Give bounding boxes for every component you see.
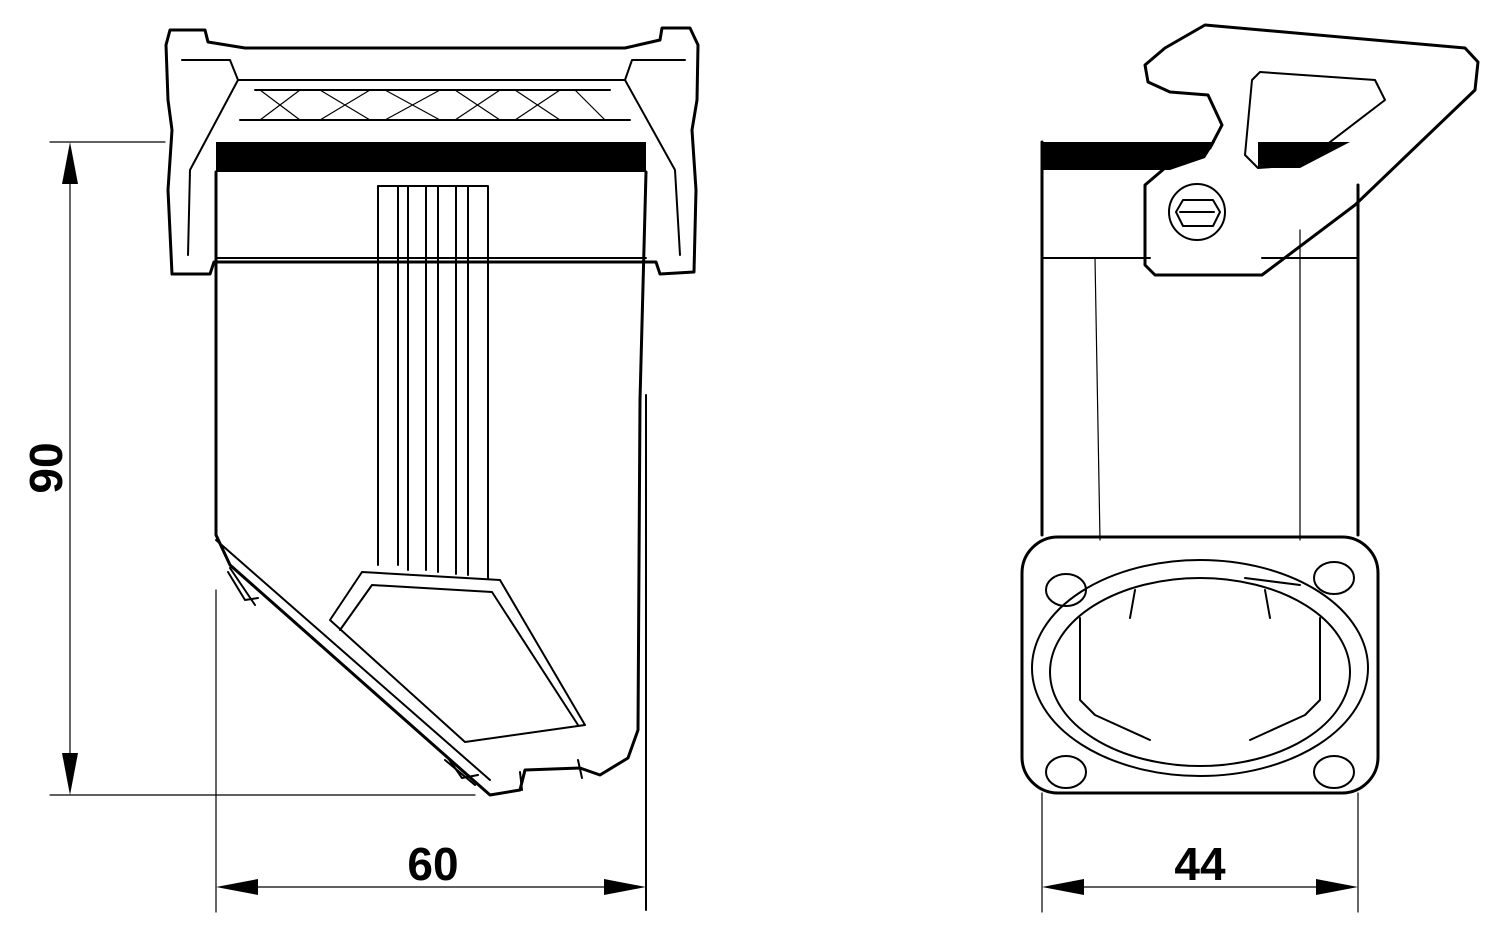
dimension-front-width: 60 [215,589,646,913]
front-body-outline [214,170,648,797]
height-arrow-top [62,142,78,184]
side-seal-band [1042,142,1215,170]
dimension-height: 90 [20,141,476,796]
side-screw-hole-tr [1313,561,1355,595]
side-flange-ring-outer [1031,559,1369,777]
side-width-arrow-left [1042,879,1084,895]
front-seal-band [216,142,646,172]
side-screw-hole-bl [1045,755,1087,789]
dimension-side-width: 44 [1041,792,1359,913]
front-view [164,26,700,911]
side-view [1020,23,1480,795]
height-label: 90 [20,442,72,493]
side-body-inner [1094,229,1301,541]
side-width-arrow-right [1316,879,1358,895]
front-ribs [377,185,489,579]
front-top-crossbar [237,79,631,121]
front-width-label: 60 [407,838,458,890]
height-arrow-bottom [62,753,78,795]
side-lever-pivot [1168,183,1226,241]
front-feet [227,571,583,791]
side-width-label: 44 [1174,838,1226,890]
front-cable-outlet [329,571,586,743]
side-seal-band-right [1258,142,1350,168]
side-screw-hole-tl [1045,573,1087,607]
front-top-frame [164,26,700,276]
side-flange-ring-inner [1049,577,1351,767]
side-flange [1020,535,1380,795]
side-screw-hole-br [1313,755,1355,789]
side-lever-pivot-inner [1175,199,1221,227]
side-flange-latches [1079,577,1321,741]
side-lever-outline [1143,23,1480,277]
front-width-arrow-left [216,879,258,895]
front-width-arrow-right [604,879,646,895]
front-lattice [259,89,606,121]
side-body-outline [1040,140,1360,537]
